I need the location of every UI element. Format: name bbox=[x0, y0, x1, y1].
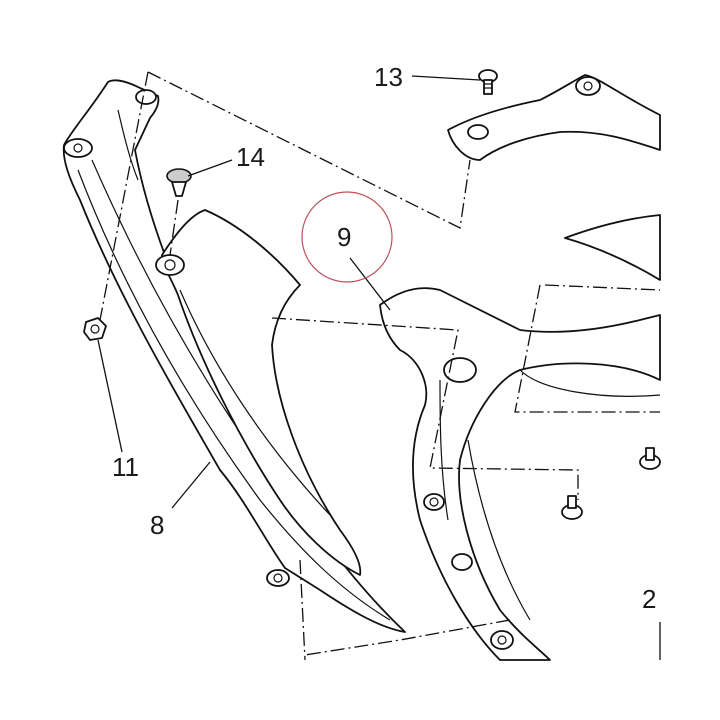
callout-2: 2 bbox=[642, 584, 656, 614]
inner-cover-part-9 bbox=[155, 209, 362, 576]
plug-part-14 bbox=[166, 168, 192, 197]
callout-13: 13 bbox=[374, 62, 403, 92]
callout-9: 9 bbox=[337, 222, 351, 252]
side-panel-part-8 bbox=[62, 79, 406, 633]
frame-structure bbox=[379, 74, 661, 661]
assembly-lines bbox=[99, 71, 661, 661]
nut-part-11 bbox=[83, 317, 107, 341]
highlight-circle bbox=[301, 191, 393, 283]
callout-8: 8 bbox=[150, 510, 164, 540]
callout-11: 11 bbox=[112, 452, 139, 482]
bolt-right-lower bbox=[561, 495, 583, 520]
callout-14: 14 bbox=[236, 142, 265, 172]
screw-part-13 bbox=[478, 69, 498, 95]
leader-lines bbox=[97, 75, 661, 660]
bolt-right-upper bbox=[639, 447, 661, 470]
